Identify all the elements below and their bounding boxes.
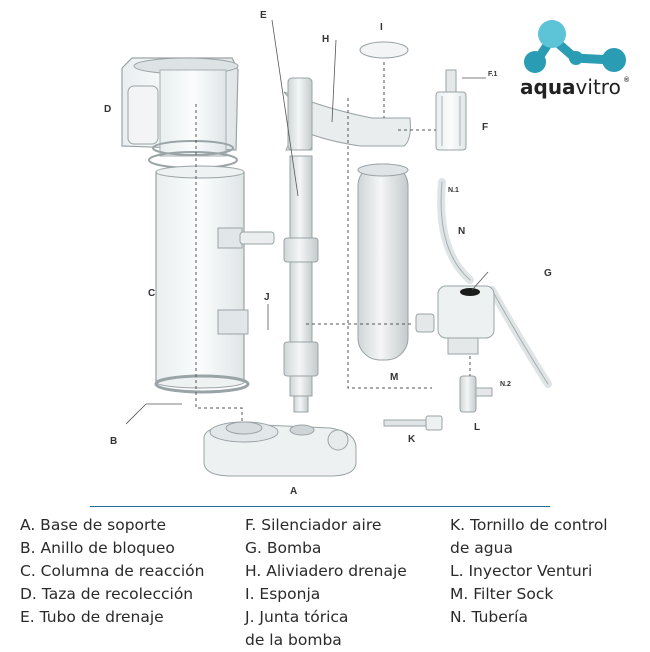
legend-item: M. Filter Sock <box>450 585 554 603</box>
assembly-lines <box>195 62 471 424</box>
legend-column-2: F. Silenciador aire G. Bomba H. Aliviade… <box>245 514 407 652</box>
label-b: B <box>110 436 117 447</box>
water-control-screw <box>383 415 443 431</box>
leader-lines <box>125 19 489 425</box>
support-base <box>203 421 357 477</box>
legend-item: de agua <box>450 539 513 557</box>
label-g: G <box>544 268 552 279</box>
legend-item: L. Inyector Venturi <box>450 562 593 580</box>
legend-item: I. Esponja <box>245 585 321 603</box>
label-k: K <box>408 434 416 445</box>
legend-item: K. Tornillo de control <box>450 516 608 534</box>
legend-item: N. Tubería <box>450 608 528 626</box>
legend-item: C. Columna de reacción <box>20 562 205 580</box>
collection-cup <box>121 57 239 169</box>
reaction-column <box>155 165 275 389</box>
label-m: M <box>390 372 398 383</box>
label-j: J <box>264 292 270 303</box>
legend-item: H. Aliviadero drenaje <box>245 562 407 580</box>
legend-item: J. Junta tórica <box>245 608 349 626</box>
pump <box>415 285 495 355</box>
legend-column-3: K. Tornillo de control de agua L. Inyect… <box>450 514 608 629</box>
legend-item: G. Bomba <box>245 539 322 557</box>
registered-mark: ® <box>624 76 630 84</box>
filter-sock <box>357 163 409 361</box>
label-n1: N.1 <box>448 187 459 194</box>
legend-item: E. Tubo de drenaje <box>20 608 164 626</box>
legend-column-1: A. Base de soporte B. Anillo de bloqueo … <box>20 514 205 629</box>
brand-name-light: vitro <box>576 75 621 99</box>
label-i: I <box>380 22 383 33</box>
locking-ring <box>154 374 250 394</box>
label-d: D <box>104 104 111 115</box>
legend-item: F. Silenciador aire <box>245 516 382 534</box>
label-e: E <box>260 10 267 21</box>
brand-logo: aquavitro ® <box>520 20 630 99</box>
drain-overflow <box>283 77 411 151</box>
sponge <box>359 41 409 59</box>
legend-item: de la bomba <box>245 631 342 649</box>
legend-item: A. Base de soporte <box>20 516 167 534</box>
venturi-injector <box>459 375 493 413</box>
label-a: A <box>290 486 297 497</box>
label-f1: F.1 <box>488 71 497 78</box>
brand-name-bold: aqua <box>520 75 576 99</box>
svg-text:aquavitro: aquavitro <box>520 75 621 99</box>
drain-tube <box>283 155 319 413</box>
legend-item: D. Taza de recolección <box>20 585 194 603</box>
exploded-diagram: aquavitro ® <box>104 10 630 497</box>
legend-item: B. Anillo de bloqueo <box>20 539 175 557</box>
label-c: C <box>148 288 155 299</box>
label-h: H <box>322 34 329 45</box>
legend-separator <box>90 506 550 507</box>
label-l: L <box>474 422 480 433</box>
label-f: F <box>482 122 488 133</box>
label-n2: N.2 <box>500 381 511 388</box>
air-silencer <box>435 69 467 151</box>
label-n: N <box>458 226 465 237</box>
